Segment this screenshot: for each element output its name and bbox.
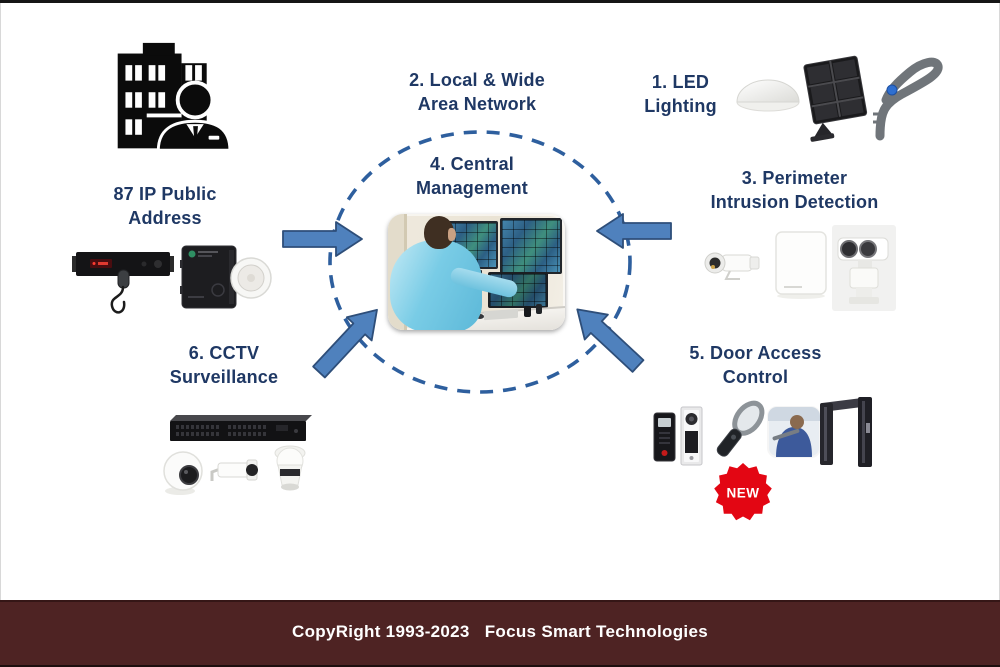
public-address-label-line1: 87 IP Public bbox=[113, 184, 217, 204]
central-label: 4. Central Management bbox=[378, 153, 566, 201]
led-street-light-icon bbox=[873, 57, 943, 141]
led-label: 1. LED Lighting bbox=[628, 71, 733, 119]
perimeter-label-line2: Intrusion Detection bbox=[710, 191, 879, 212]
nvr-recorder-icon bbox=[170, 415, 312, 441]
door-access-products bbox=[653, 397, 872, 467]
network-label: 2. Local & Wide Area Network bbox=[377, 69, 577, 117]
speed-dome-camera-icon bbox=[274, 445, 306, 491]
led-label-line1: 1. LED bbox=[651, 72, 710, 92]
cctv-products bbox=[163, 415, 312, 495]
intrusion-detector-box-icon bbox=[775, 231, 827, 299]
dome-camera-icon bbox=[163, 451, 203, 495]
copyright-text: CopyRight 1993-2023 Focus Smart Technolo… bbox=[292, 622, 708, 641]
central-dashed-circle bbox=[328, 130, 632, 394]
new-badge-text: NEW bbox=[727, 486, 760, 501]
door-access-label-line2: Control bbox=[722, 366, 789, 387]
new-badge: NEW bbox=[714, 463, 772, 521]
footer-bar: CopyRight 1993-2023 Focus Smart Technolo… bbox=[0, 600, 1000, 667]
perimeter-bullet-camera-icon bbox=[704, 252, 760, 280]
public-address-products bbox=[72, 245, 272, 314]
photo-joystick bbox=[524, 306, 531, 317]
ptz-positioning-camera-icon bbox=[832, 225, 896, 311]
photo-monitor-right bbox=[500, 218, 562, 274]
bullet-camera-icon bbox=[210, 459, 258, 481]
new-badge-star bbox=[714, 463, 772, 521]
photo-mouse bbox=[476, 314, 484, 319]
network-label-line2: Area Network bbox=[417, 93, 537, 114]
led-label-line2: Lighting bbox=[644, 95, 717, 116]
network-label-line1: 2. Local & Wide bbox=[409, 70, 545, 90]
public-address-label-line2: Address bbox=[128, 207, 202, 228]
door-access-label: 5. Door Access Control bbox=[663, 342, 848, 390]
door-access-reader-icon bbox=[653, 412, 676, 462]
ceiling-speaker-icon bbox=[230, 257, 272, 299]
rack-amplifier-with-microphone-icon bbox=[72, 252, 174, 314]
photo-operator-face bbox=[448, 228, 456, 241]
central-label-line1: 4. Central bbox=[429, 154, 515, 174]
public-address-label: 87 IP Public Address bbox=[85, 183, 245, 231]
handheld-metal-detector-icon bbox=[716, 400, 765, 457]
perimeter-products bbox=[704, 225, 896, 311]
central-label-line2: Management bbox=[415, 177, 529, 198]
arrow-perimeter-to-center bbox=[596, 213, 672, 249]
walkthrough-metal-detector-icon bbox=[820, 397, 872, 467]
led-flood-light-icon bbox=[803, 55, 868, 142]
led-ceiling-light-icon bbox=[736, 79, 800, 112]
guard-scanning-photo bbox=[767, 406, 821, 458]
perimeter-label-line1: 3. Perimeter bbox=[741, 168, 848, 188]
control-room-operator-photo bbox=[388, 214, 565, 330]
arrow-cctv-to-center bbox=[312, 308, 378, 379]
cctv-label-line1: 6. CCTV bbox=[188, 343, 260, 363]
photo-joystick-2 bbox=[536, 304, 542, 314]
cctv-label: 6. CCTV Surveillance bbox=[138, 342, 310, 390]
building-user-icon bbox=[117, 42, 232, 152]
arrow-public-address-to-center bbox=[282, 221, 363, 257]
arrow-door-access-to-center bbox=[576, 308, 645, 373]
cctv-label-line2: Surveillance bbox=[169, 366, 279, 387]
led-products bbox=[736, 55, 943, 142]
perimeter-label: 3. Perimeter Intrusion Detection bbox=[672, 167, 917, 215]
top-border bbox=[0, 0, 1000, 3]
video-door-phone-icon bbox=[680, 406, 703, 466]
door-access-label-line1: 5. Door Access bbox=[689, 343, 822, 363]
pa-amplifier-box-icon bbox=[180, 245, 237, 309]
